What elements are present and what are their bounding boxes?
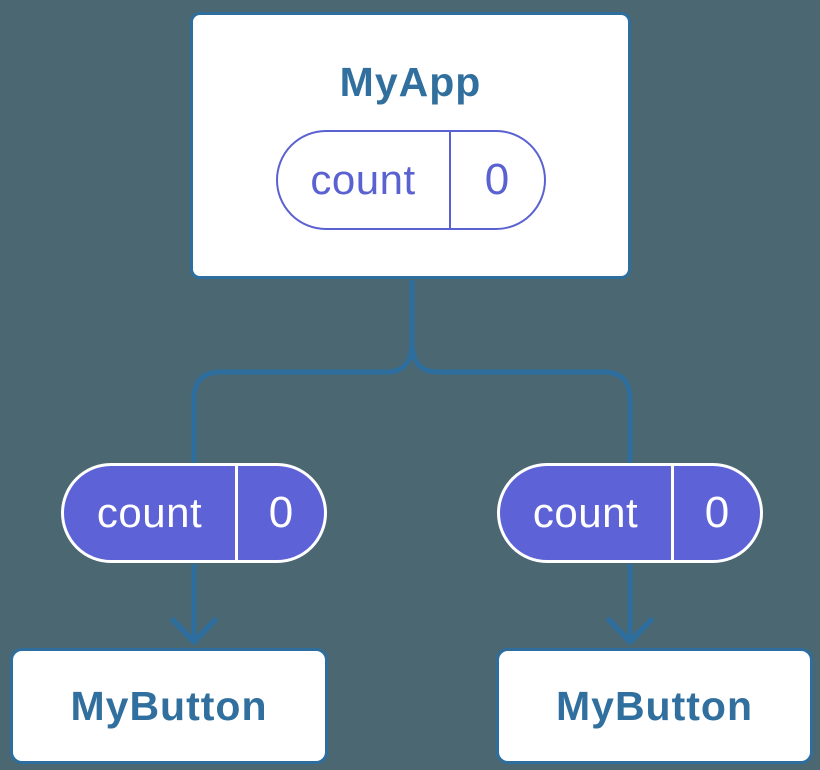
left-arrow-down-icon bbox=[170, 617, 218, 645]
state-label: count bbox=[310, 156, 416, 203]
state-pill-right-child: count 0 bbox=[497, 463, 763, 563]
node-mybutton-left-title: MyButton bbox=[70, 682, 268, 729]
state-pill-label-cell: count bbox=[278, 132, 451, 228]
state-value: 0 bbox=[484, 155, 510, 204]
state-pill-label-cell: count bbox=[64, 466, 238, 560]
node-myapp: MyApp count 0 bbox=[190, 12, 631, 279]
fork-right-branch-line bbox=[409, 340, 633, 466]
state-pill-value-cell: 0 bbox=[674, 466, 760, 560]
state-label: count bbox=[532, 489, 639, 536]
fork-left-branch-line bbox=[191, 340, 415, 466]
state-pill-label-cell: count bbox=[500, 466, 674, 560]
state-pill-myapp: count 0 bbox=[275, 130, 546, 230]
state-label: count bbox=[96, 489, 203, 536]
node-mybutton-right: MyButton bbox=[496, 648, 813, 764]
state-value: 0 bbox=[268, 488, 294, 537]
right-arrow-down-icon bbox=[606, 617, 654, 645]
node-mybutton-right-title: MyButton bbox=[555, 682, 753, 729]
node-mybutton-left: MyButton bbox=[10, 648, 328, 764]
state-pill-value-cell: 0 bbox=[238, 466, 324, 560]
state-pill-value-cell: 0 bbox=[451, 132, 544, 228]
node-myapp-title: MyApp bbox=[339, 59, 482, 105]
state-pill-left-child: count 0 bbox=[61, 463, 327, 563]
state-value: 0 bbox=[704, 488, 730, 537]
